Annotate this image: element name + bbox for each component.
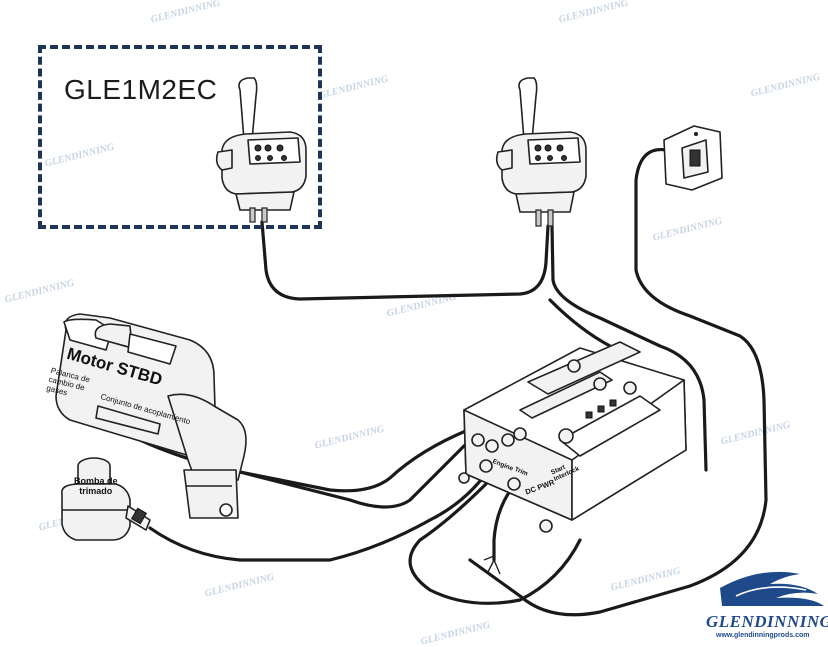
model-highlight-box — [38, 45, 322, 229]
control-module — [458, 341, 687, 533]
brand-name: GLENDINNING — [706, 612, 828, 631]
throttle-lever-port — [215, 77, 307, 223]
wiring-harness — [118, 147, 768, 617]
trim-pump-label: Bomba de trimado — [74, 476, 118, 496]
throttle-lever-starboard — [495, 77, 587, 227]
brand-logo — [720, 571, 824, 606]
model-label: GLE1M2EC — [64, 74, 218, 105]
brand-url: www.glendinningprods.com — [716, 632, 810, 639]
trim-switch-panel — [663, 125, 723, 191]
motor-stbd — [55, 313, 247, 519]
trim-pump — [61, 457, 151, 541]
